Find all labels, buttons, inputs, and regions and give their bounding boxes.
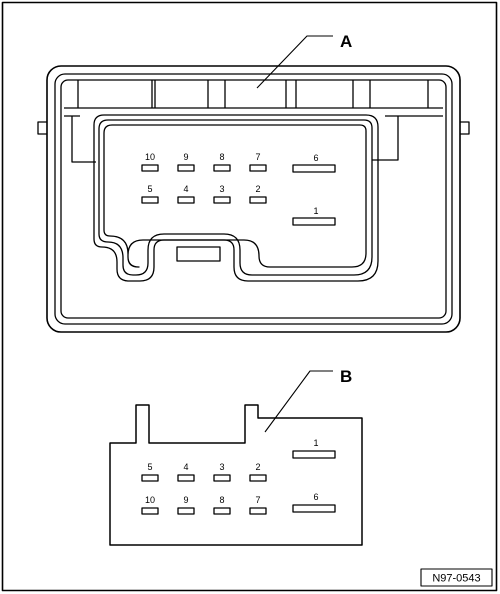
reference-code: N97-0543 bbox=[432, 573, 480, 585]
housing-inner bbox=[60, 79, 447, 319]
pin-b-8 bbox=[213, 507, 231, 515]
connector-a bbox=[37, 35, 470, 333]
leader-line-a bbox=[256, 35, 333, 89]
right-rail bbox=[372, 115, 443, 161]
pin-b-4 bbox=[177, 474, 195, 482]
pin-b-10 bbox=[141, 507, 159, 515]
pin-a-8 bbox=[213, 164, 231, 172]
key-notch bbox=[176, 246, 221, 262]
pin-label: 2 bbox=[255, 184, 260, 194]
pin-label: 8 bbox=[219, 152, 224, 162]
housing-mid bbox=[54, 73, 453, 325]
left-tab bbox=[37, 121, 47, 135]
pin-b-5 bbox=[141, 474, 159, 482]
pin-b-3 bbox=[213, 474, 231, 482]
pin-b-1 bbox=[292, 450, 336, 459]
pin-b-2 bbox=[249, 474, 267, 482]
pin-block-b bbox=[141, 450, 336, 515]
callout-b-label: B bbox=[340, 367, 352, 386]
pin-label: 10 bbox=[145, 152, 155, 162]
right-tab bbox=[460, 121, 470, 135]
pin-a-4 bbox=[177, 196, 195, 204]
pin-label: 4 bbox=[183, 184, 188, 194]
pin-a-2 bbox=[249, 196, 267, 204]
leader-line-b bbox=[264, 370, 333, 433]
pin-label: 2 bbox=[255, 462, 260, 472]
latch-bar bbox=[64, 80, 443, 109]
pin-b-7 bbox=[249, 507, 267, 515]
pin-label: 8 bbox=[219, 495, 224, 505]
plug-outline bbox=[109, 404, 363, 546]
pin-label: 9 bbox=[183, 495, 188, 505]
pin-b-6 bbox=[292, 504, 336, 513]
pin-label: 3 bbox=[219, 462, 224, 472]
pin-a-9 bbox=[177, 164, 195, 172]
connector-b bbox=[109, 370, 363, 546]
reference-code-box: N97-0543 bbox=[420, 568, 493, 587]
callout-a-label: A bbox=[340, 32, 352, 51]
pin-label: 9 bbox=[183, 152, 188, 162]
pin-label: 5 bbox=[147, 462, 152, 472]
pin-a-10 bbox=[141, 164, 159, 172]
pin-a-6 bbox=[292, 164, 336, 173]
pin-label: 4 bbox=[183, 462, 188, 472]
pin-a-3 bbox=[213, 196, 231, 204]
pin-label: 7 bbox=[255, 152, 260, 162]
pin-label: 1 bbox=[313, 206, 318, 216]
pin-a-7 bbox=[249, 164, 267, 172]
pin-b-9 bbox=[177, 507, 195, 515]
pin-label: 6 bbox=[313, 492, 318, 502]
pin-label: 5 bbox=[147, 184, 152, 194]
pin-label: 6 bbox=[313, 153, 318, 163]
pin-a-1 bbox=[292, 217, 336, 226]
left-rail bbox=[64, 115, 96, 163]
housing-outer bbox=[46, 65, 461, 333]
pin-label: 1 bbox=[313, 438, 318, 448]
pin-label: 3 bbox=[219, 184, 224, 194]
pin-label: 10 bbox=[145, 495, 155, 505]
pin-block-a bbox=[141, 164, 336, 226]
pin-cavity bbox=[93, 114, 379, 282]
pin-label: 7 bbox=[255, 495, 260, 505]
pin-a-5 bbox=[141, 196, 159, 204]
